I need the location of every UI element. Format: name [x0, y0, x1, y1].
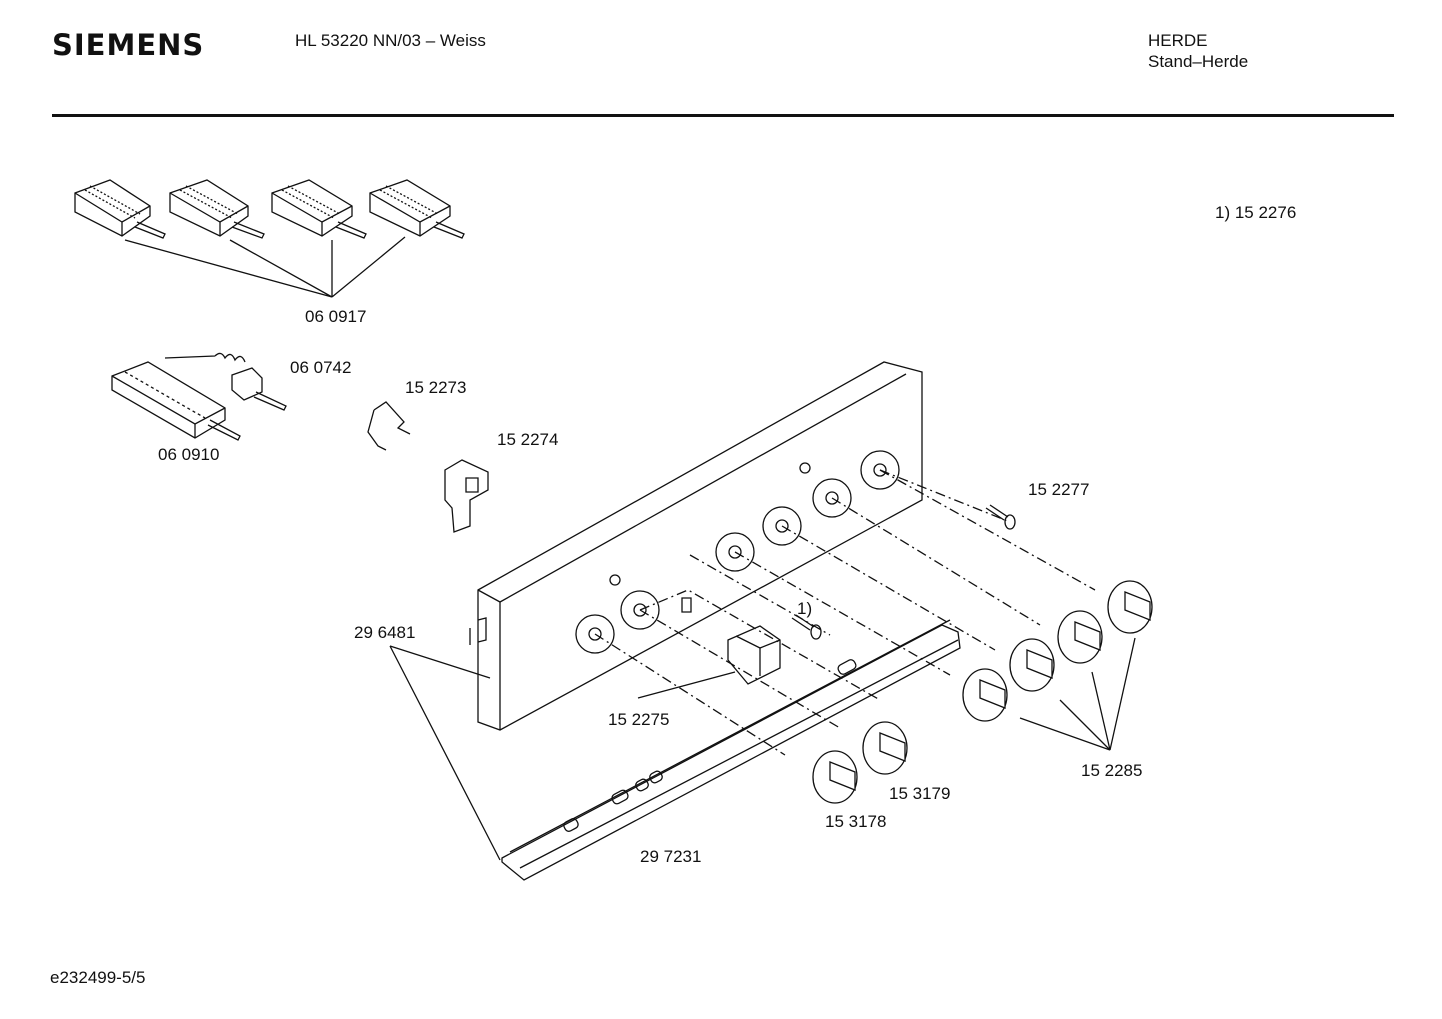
knob-3	[1058, 611, 1102, 663]
knob-5	[863, 722, 907, 774]
callout-mark: 1)	[797, 599, 813, 618]
leader-lines-060917	[125, 237, 405, 297]
part-label: 29 7231	[640, 847, 702, 866]
trim-rail	[502, 620, 960, 880]
subcategory-label: Stand–Herde	[1148, 52, 1249, 71]
thermostat-block	[112, 362, 240, 440]
key-insert	[728, 626, 780, 684]
part-label: 15 2274	[497, 430, 559, 449]
model-title: HL 53220 NN/03 – Weiss	[295, 31, 486, 50]
document-id: e232499-5/5	[50, 968, 146, 987]
switch-block-3	[272, 180, 366, 238]
wire-clip	[368, 402, 410, 450]
control-panel	[470, 362, 922, 730]
part-label: 15 2275	[608, 710, 670, 729]
category-label: HERDE	[1148, 31, 1208, 50]
part-label: 15 3179	[889, 784, 951, 803]
knob-4	[1108, 581, 1152, 633]
capillary-sensor	[165, 353, 286, 410]
part-label: 15 2285	[1081, 761, 1143, 780]
part-label: 06 0917	[305, 307, 367, 326]
screw-1	[986, 505, 1015, 529]
switch-block-2	[170, 180, 264, 238]
part-label: 29 6481	[354, 623, 416, 642]
knob-2	[1010, 639, 1054, 691]
footnote: 1) 15 2276	[1215, 203, 1297, 222]
part-label: 15 2273	[405, 378, 467, 397]
part-label: 06 0910	[158, 445, 220, 464]
header-divider	[52, 114, 1394, 117]
knob-6	[813, 751, 857, 803]
part-label: 15 2277	[1028, 480, 1090, 499]
switch-block-4	[370, 180, 464, 238]
callout-leaders	[390, 638, 1135, 860]
projection-lines	[595, 470, 1095, 755]
brand-logo: SIEMENS	[52, 28, 205, 62]
switch-block-1	[75, 180, 165, 238]
mount-bracket	[445, 460, 488, 532]
part-label: 06 0742	[290, 358, 352, 377]
part-label: 15 3178	[825, 812, 887, 831]
knob-1	[963, 669, 1007, 721]
